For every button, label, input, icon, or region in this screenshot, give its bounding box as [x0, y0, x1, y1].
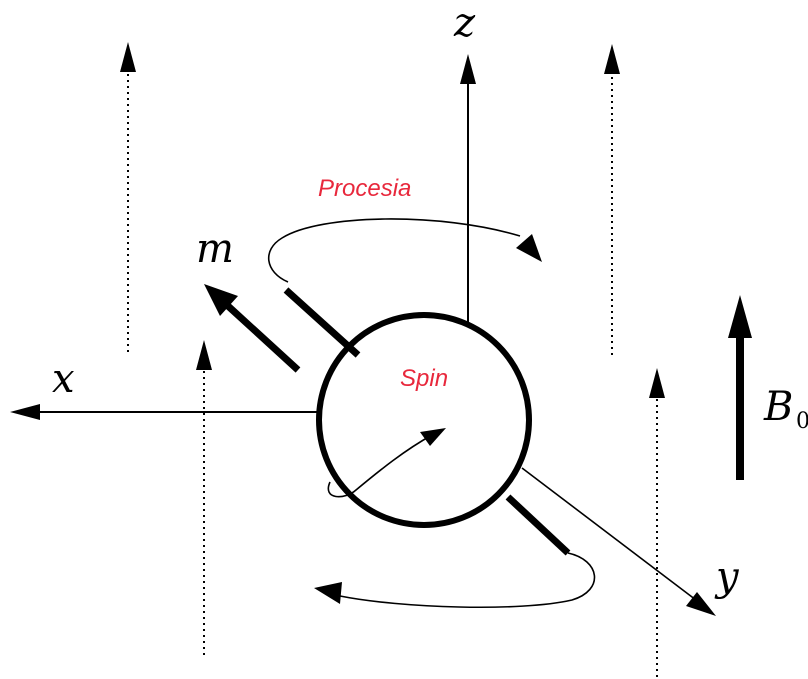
m-vector-arrowhead	[204, 284, 238, 316]
b0-arrowhead	[728, 295, 752, 338]
y-axis	[521, 467, 716, 616]
x-axis-label: x	[52, 356, 75, 402]
magnetic-moment-vector	[204, 284, 301, 373]
precession-curve-top	[267, 218, 521, 283]
b0-field-arrow	[728, 295, 752, 480]
m-vector-shaft	[225, 303, 301, 373]
field-arrowhead-2	[196, 340, 212, 370]
field-arrowhead-4	[649, 368, 665, 398]
spin-rotation-arrowhead	[420, 428, 446, 446]
spin-rotation-curve	[327, 434, 433, 498]
precession-arrow-bottom	[314, 552, 596, 609]
field-arrowhead-3	[604, 44, 620, 74]
y-axis-arrowhead	[686, 592, 716, 616]
spin-sphere	[316, 312, 532, 528]
z-axis	[460, 54, 476, 330]
precession-arrowhead-top	[516, 234, 542, 262]
spin-axis-bottom-bar	[505, 494, 571, 556]
z-axis-arrowhead	[460, 54, 476, 84]
precession-curve-bottom	[339, 552, 596, 609]
spin-rotation-arrow	[327, 428, 446, 498]
y-axis-label: y	[714, 554, 740, 600]
precession-arrowhead-bottom	[314, 582, 342, 604]
spin-label: Spin	[400, 365, 448, 392]
b0-subscript: 0	[796, 409, 808, 434]
b0-label: B	[763, 384, 793, 430]
m-vector-label: m	[196, 226, 234, 272]
field-line-arrowheads	[120, 42, 665, 398]
spin-axis	[283, 287, 571, 556]
field-lines	[127, 70, 658, 677]
x-axis-arrowhead	[10, 404, 40, 420]
spin-axis-top-bar	[283, 287, 361, 358]
precession-label: Procesia	[318, 175, 411, 202]
precession-arrow-top	[267, 218, 542, 283]
field-arrowhead-1	[120, 42, 136, 72]
x-axis	[10, 404, 318, 420]
z-axis-label: z	[453, 0, 476, 46]
y-axis-line	[521, 467, 697, 601]
